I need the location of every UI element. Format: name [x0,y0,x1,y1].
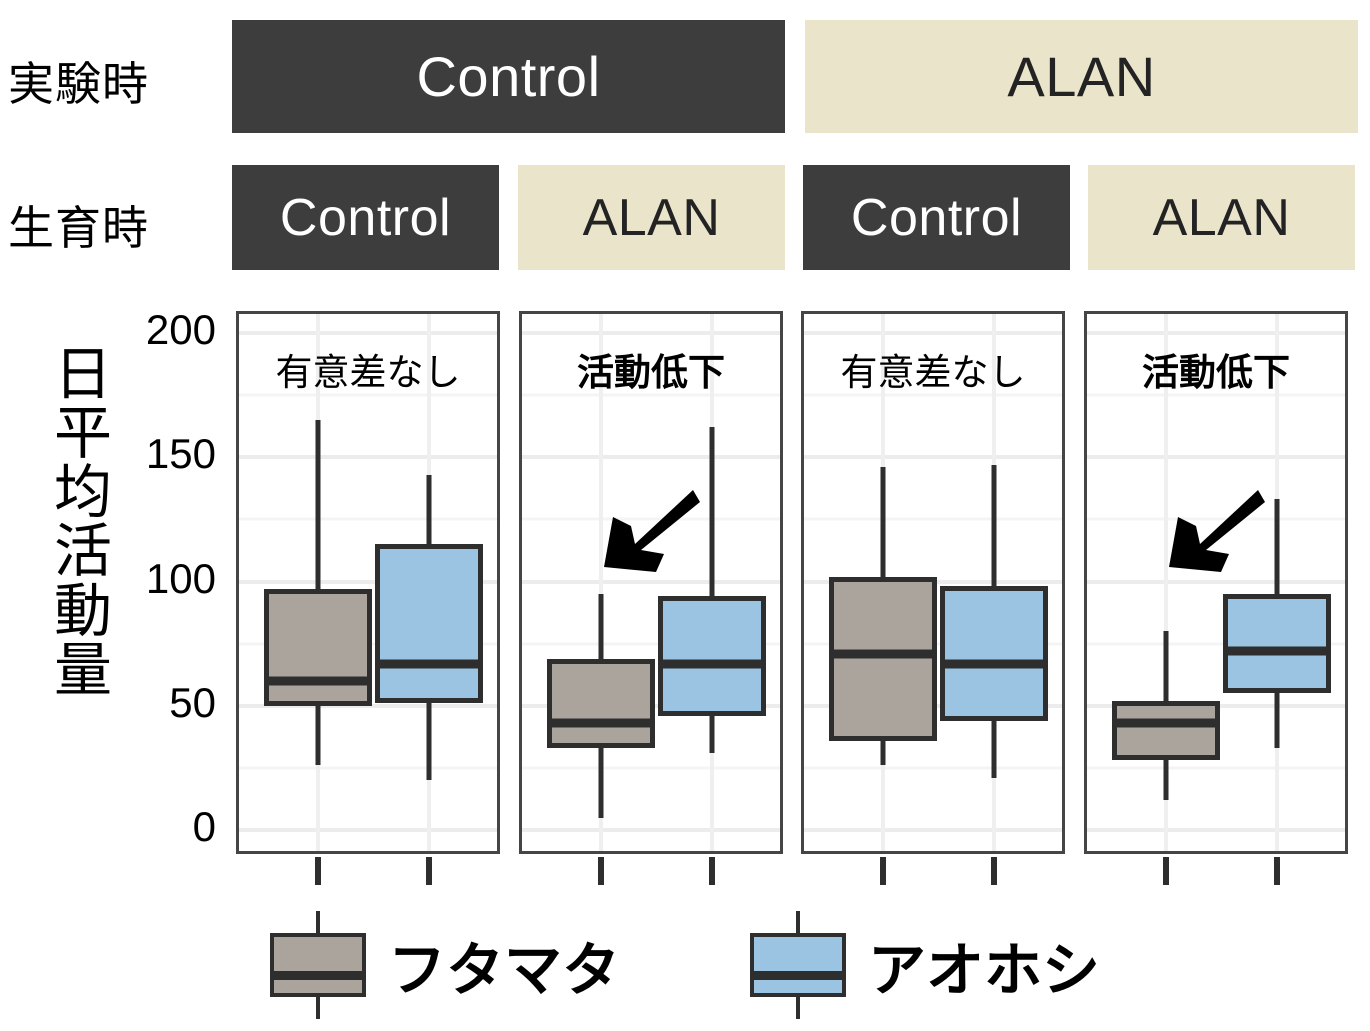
panel-2-control-alan: 活動低下 [519,311,783,885]
box-フタマタ [1112,700,1221,761]
gridline-major-150 [522,455,780,460]
gridline-minor-125 [522,517,780,521]
panel-annotation: 活動低下 [577,351,725,394]
x-tick-mark-2 [426,857,433,885]
gridline-minor-25 [804,766,1062,770]
median-line-アオホシ [1223,646,1332,656]
plot-area [804,314,1062,851]
gridline-minor-175 [804,393,1062,397]
gridline-major-0 [804,828,1062,832]
median-line-フタマタ [829,649,938,659]
median-line-フタマタ [264,676,373,686]
gridline-minor-125 [239,517,497,521]
gridline-major-150 [804,455,1062,460]
gridline-major-0 [239,828,497,832]
legend-item-aohoshi[interactable]: アオホシ [750,911,1100,1019]
median-line-アオホシ [658,659,767,668]
y-axis-label-char-0: 日 [53,340,112,408]
gridline-major-100 [522,579,780,584]
header-growth-control-2: Control [803,165,1070,270]
y-tick-label-100: 100 [145,554,216,602]
y-tick-label-50: 50 [169,678,216,726]
panel-3-alan-control: 有意差なし [801,311,1065,885]
gridline-minor-25 [1087,766,1345,770]
x-tick-mark-1 [315,857,322,885]
gridline-major-50 [239,703,497,708]
y-axis-label-char-5: 量 [53,635,112,704]
panel-annotation: 有意差なし [840,351,1026,394]
legend-label-aohoshi: アオホシ [868,936,1101,1004]
box-フタマタ [829,576,938,741]
legend-label-futamata: フタマタ [387,936,620,1004]
panel-1-control-control: 有意差なし [236,311,500,885]
panel-annotation: 有意差なし [275,351,461,394]
gridline-major-200 [239,331,497,335]
box-アオホシ [375,544,484,704]
x-tick-mark-2 [709,857,716,885]
gridline-minor-125 [804,517,1062,521]
box-フタマタ [264,588,373,706]
box-フタマタ [547,658,656,748]
legend-median [269,971,366,980]
x-tick-mark-2 [1274,857,1281,885]
gridline-vertical-1 [1164,314,1169,851]
gridline-minor-25 [522,766,780,770]
y-tick-label-0: 0 [192,803,216,850]
y-axis-label: 日平均活動量 [40,340,126,704]
gridline-major-150 [239,455,497,460]
header-experiment-control: Control [232,20,785,133]
x-tick-mark-2 [991,857,998,885]
gridline-minor-75 [1087,642,1345,646]
x-tick-mark-1 [880,857,887,885]
row-label-growth-phase: 生育時 [8,201,149,255]
y-tick-label-200: 200 [145,306,216,353]
gridline-major-150 [1087,455,1345,460]
gridline-vertical-1 [599,314,604,851]
gridline-minor-175 [239,393,497,397]
x-tick-mark-1 [1163,857,1170,885]
gridline-major-200 [804,331,1062,335]
y-axis-ticks: 0 50 100 150 200 [132,0,366,1031]
median-line-フタマタ [1112,718,1221,728]
row-label-experiment-phase: 実験時 [8,57,149,111]
panel-annotation: 活動低下 [1142,351,1290,394]
header-growth-control-1: Control [232,165,499,270]
y-tick-label-150: 150 [145,430,216,478]
legend-item-futamata[interactable]: フタマタ [269,911,620,1019]
x-tick-mark-1 [598,857,605,885]
gridline-major-0 [522,828,780,832]
gridline-minor-25 [239,766,497,770]
gridline-minor-75 [522,642,780,646]
panel-4-alan-alan: 活動低下 [1084,311,1348,885]
y-axis-label-char-1: 平 [53,399,112,468]
y-axis-label-char-3: 活 [53,517,112,586]
median-line-アオホシ [375,659,484,668]
y-axis-label-char-4: 動 [53,576,112,645]
header-experiment-alan: ALAN [805,20,1358,133]
gridline-major-200 [522,331,780,335]
gridline-major-100 [239,579,497,584]
header-growth-alan-1: ALAN [518,165,785,270]
legend-median [750,971,846,980]
gridline-major-0 [1087,828,1345,832]
gridline-minor-125 [1087,517,1345,521]
y-axis-label-char-2: 均 [53,458,112,527]
legend-box [750,933,846,997]
header-growth-alan-2: ALAN [1088,165,1355,270]
whisker-アオホシ [709,427,715,753]
gridline-minor-175 [1087,393,1345,397]
legend-key-aohoshi [750,911,846,1019]
box-アオホシ [658,596,767,716]
box-アオホシ [940,586,1049,721]
gridline-major-200 [1087,331,1345,335]
legend-key-futamata [269,911,366,1019]
median-line-フタマタ [547,718,656,728]
legend: フタマタ アオホシ [0,905,1370,1025]
plot-area [239,314,497,851]
box-アオホシ [1223,593,1332,694]
gridline-major-100 [1087,579,1345,584]
median-line-アオホシ [940,659,1049,668]
legend-box [269,933,366,997]
gridline-minor-175 [522,393,780,397]
